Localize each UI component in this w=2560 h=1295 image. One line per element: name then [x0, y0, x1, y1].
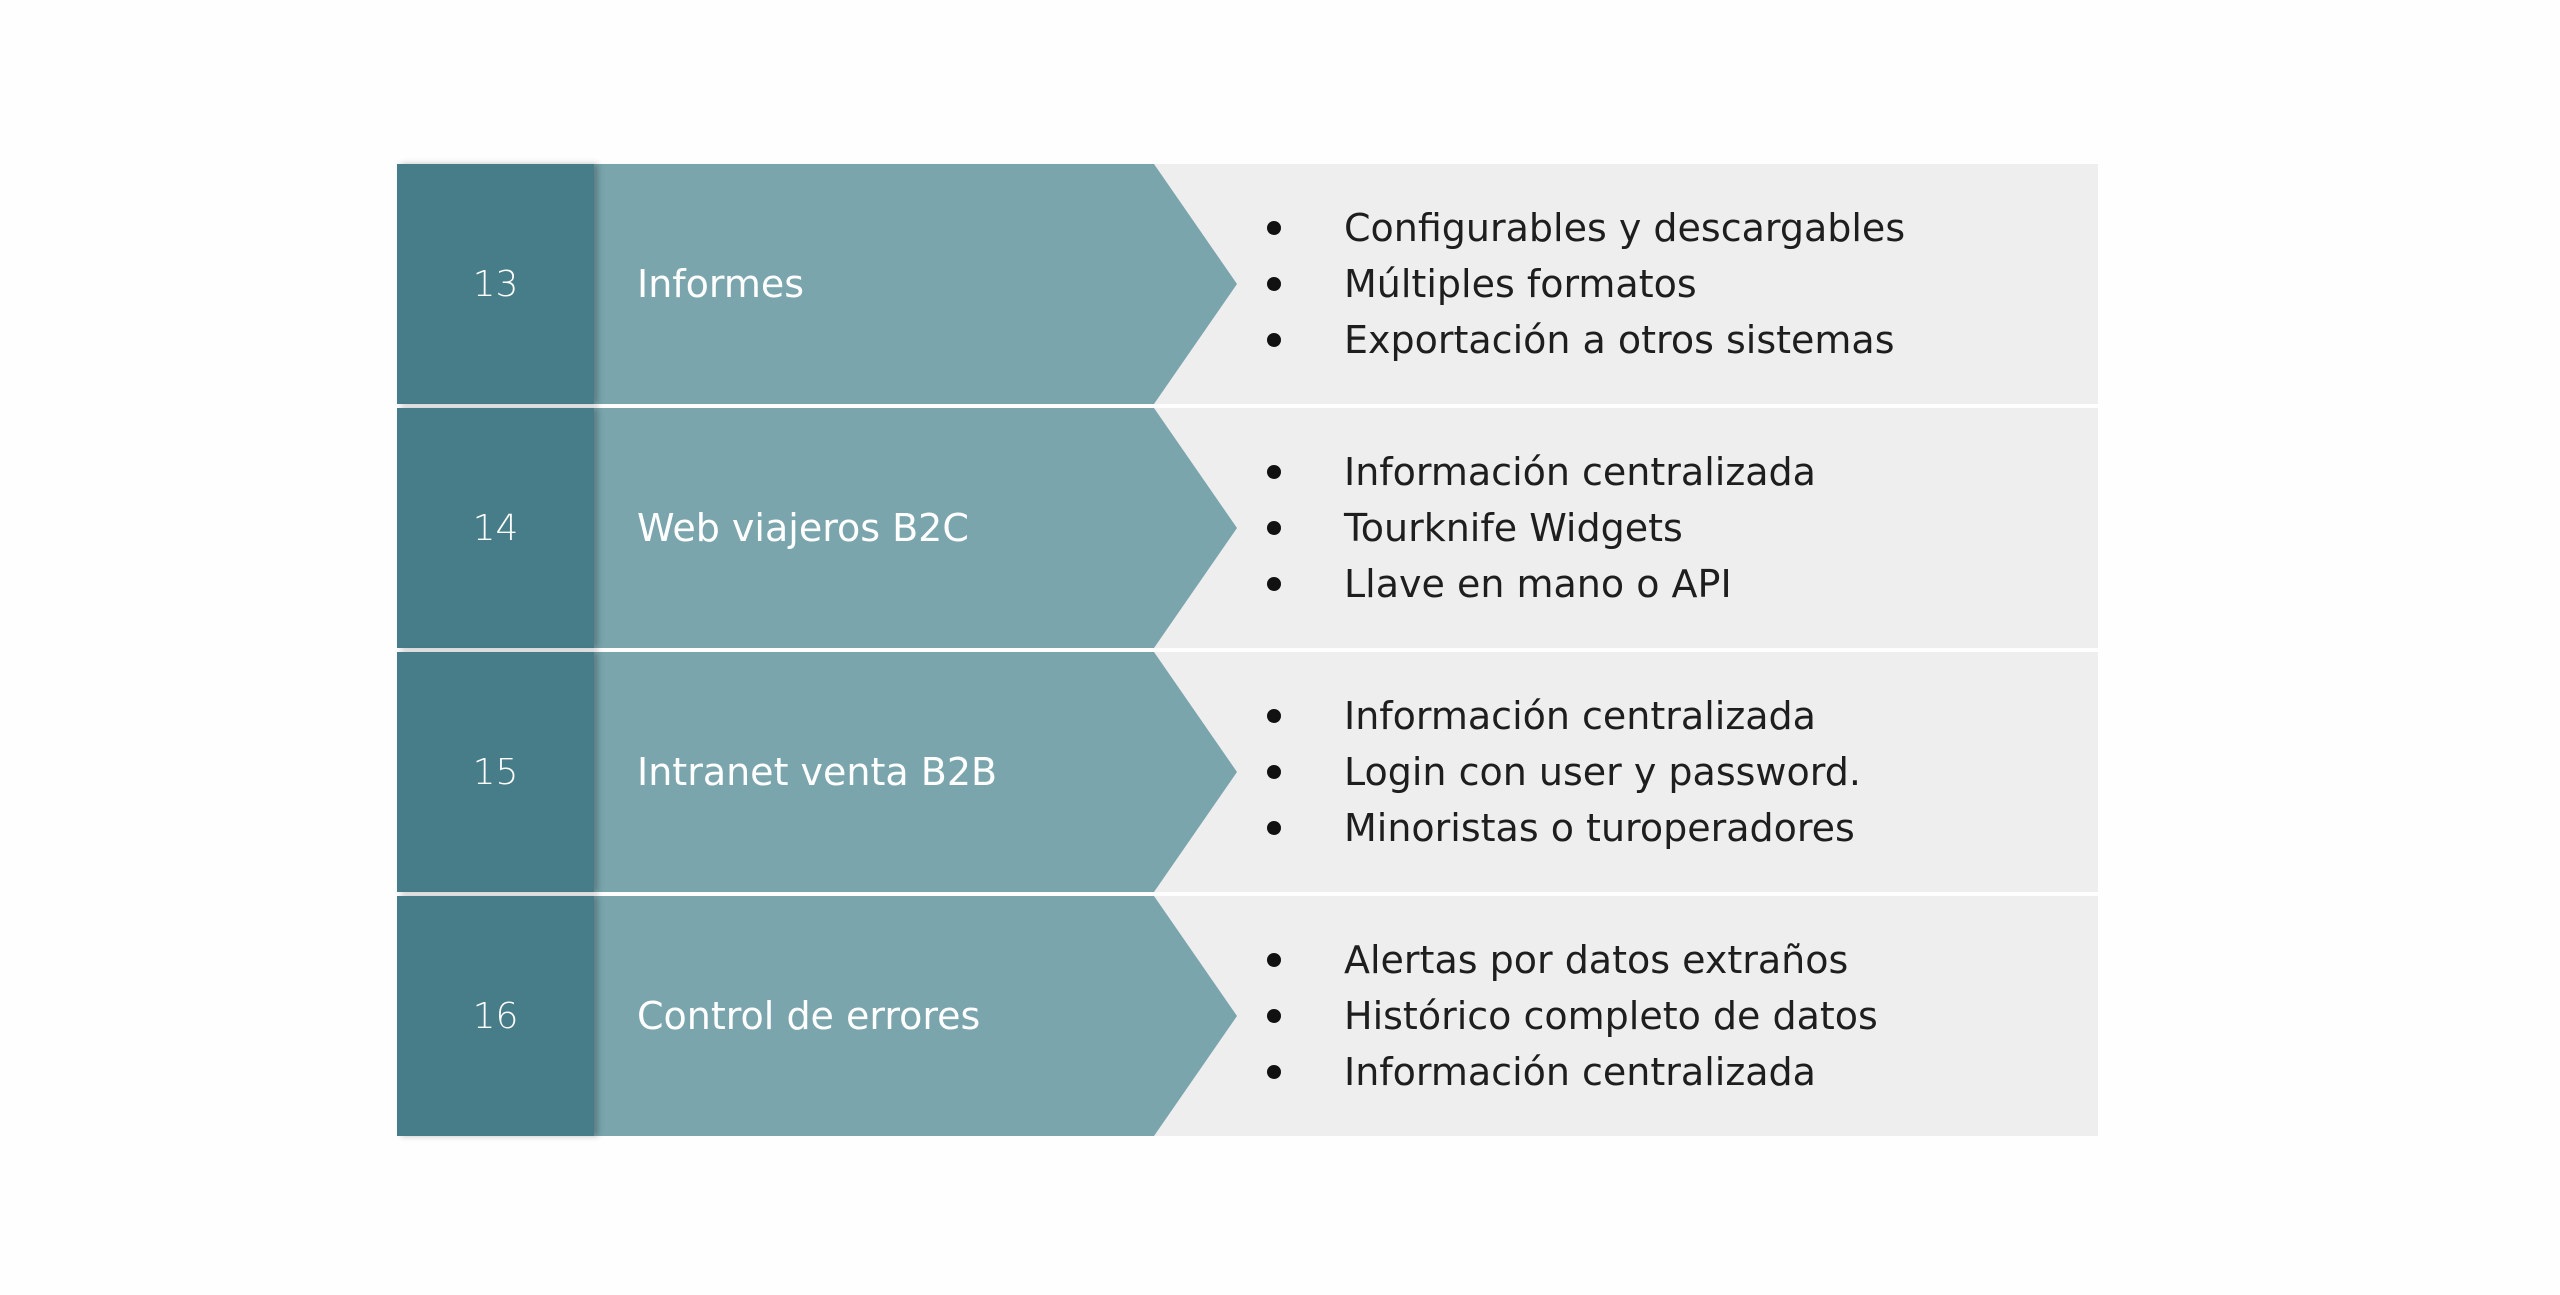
bullet-list: Configurables y descargables Múltiples f… [1267, 200, 1905, 368]
bullet-list: Alertas por datos extraños Histórico com… [1267, 932, 1878, 1100]
list-item: Información centralizada [1267, 688, 1861, 744]
bullet-text: Información centralizada [1344, 450, 1816, 494]
list-item: Información centralizada [1267, 444, 1816, 500]
row-number: 15 [397, 652, 594, 892]
bullet-icon [1267, 465, 1281, 479]
bullet-icon [1267, 1009, 1281, 1023]
bullet-text: Alertas por datos extraños [1344, 938, 1849, 982]
arrow-shape [594, 408, 1237, 648]
bullet-icon [1267, 333, 1281, 347]
list-item: Información centralizada [1267, 1044, 1878, 1100]
bullet-icon [1267, 577, 1281, 591]
list-item: Histórico completo de datos [1267, 988, 1878, 1044]
bullet-text: Minoristas o turoperadores [1344, 806, 1855, 850]
list-item: Exportación a otros sistemas [1267, 312, 1905, 368]
row-title: Informes [637, 262, 805, 306]
bullet-text: Login con user y password. [1344, 750, 1861, 794]
arrow-shape [594, 652, 1237, 892]
feature-row-15: 15 Intranet venta B2B Información centra… [397, 652, 2098, 892]
row-title: Intranet venta B2B [637, 750, 998, 794]
list-item: Alertas por datos extraños [1267, 932, 1878, 988]
bullet-text: Información centralizada [1344, 694, 1816, 738]
bullet-icon [1267, 221, 1281, 235]
bullet-icon [1267, 521, 1281, 535]
bullet-icon [1267, 953, 1281, 967]
list-item: Tourknife Widgets [1267, 500, 1816, 556]
list-item: Llave en mano o API [1267, 556, 1816, 612]
bullet-icon [1267, 821, 1281, 835]
features-table: 13 Informes Configurables y descargables… [397, 164, 2098, 1140]
list-item: Múltiples formatos [1267, 256, 1905, 312]
bullet-text: Llave en mano o API [1344, 562, 1732, 606]
bullet-text: Tourknife Widgets [1344, 506, 1683, 550]
arrow-shape [594, 164, 1237, 404]
feature-row-16: 16 Control de errores Alertas por datos … [397, 896, 2098, 1136]
bullet-text: Exportación a otros sistemas [1344, 318, 1895, 362]
row-title: Control de errores [637, 994, 981, 1038]
bullet-text: Información centralizada [1344, 1050, 1816, 1094]
arrow-shape [594, 896, 1237, 1136]
bullet-text: Histórico completo de datos [1344, 994, 1878, 1038]
feature-row-13: 13 Informes Configurables y descargables… [397, 164, 2098, 404]
list-item: Login con user y password. [1267, 744, 1861, 800]
row-number: 14 [397, 408, 594, 648]
row-number: 16 [397, 896, 594, 1136]
bullet-icon [1267, 1065, 1281, 1079]
row-number: 13 [397, 164, 594, 404]
list-item: Minoristas o turoperadores [1267, 800, 1861, 856]
bullet-icon [1267, 277, 1281, 291]
feature-row-14: 14 Web viajeros B2C Información centrali… [397, 408, 2098, 648]
bullet-icon [1267, 765, 1281, 779]
bullet-text: Múltiples formatos [1344, 262, 1697, 306]
bullet-list: Información centralizada Tourknife Widge… [1267, 444, 1816, 612]
list-item: Configurables y descargables [1267, 200, 1905, 256]
bullet-text: Configurables y descargables [1344, 206, 1906, 250]
row-title: Web viajeros B2C [637, 506, 969, 550]
bullet-icon [1267, 709, 1281, 723]
bullet-list: Información centralizada Login con user … [1267, 688, 1861, 856]
